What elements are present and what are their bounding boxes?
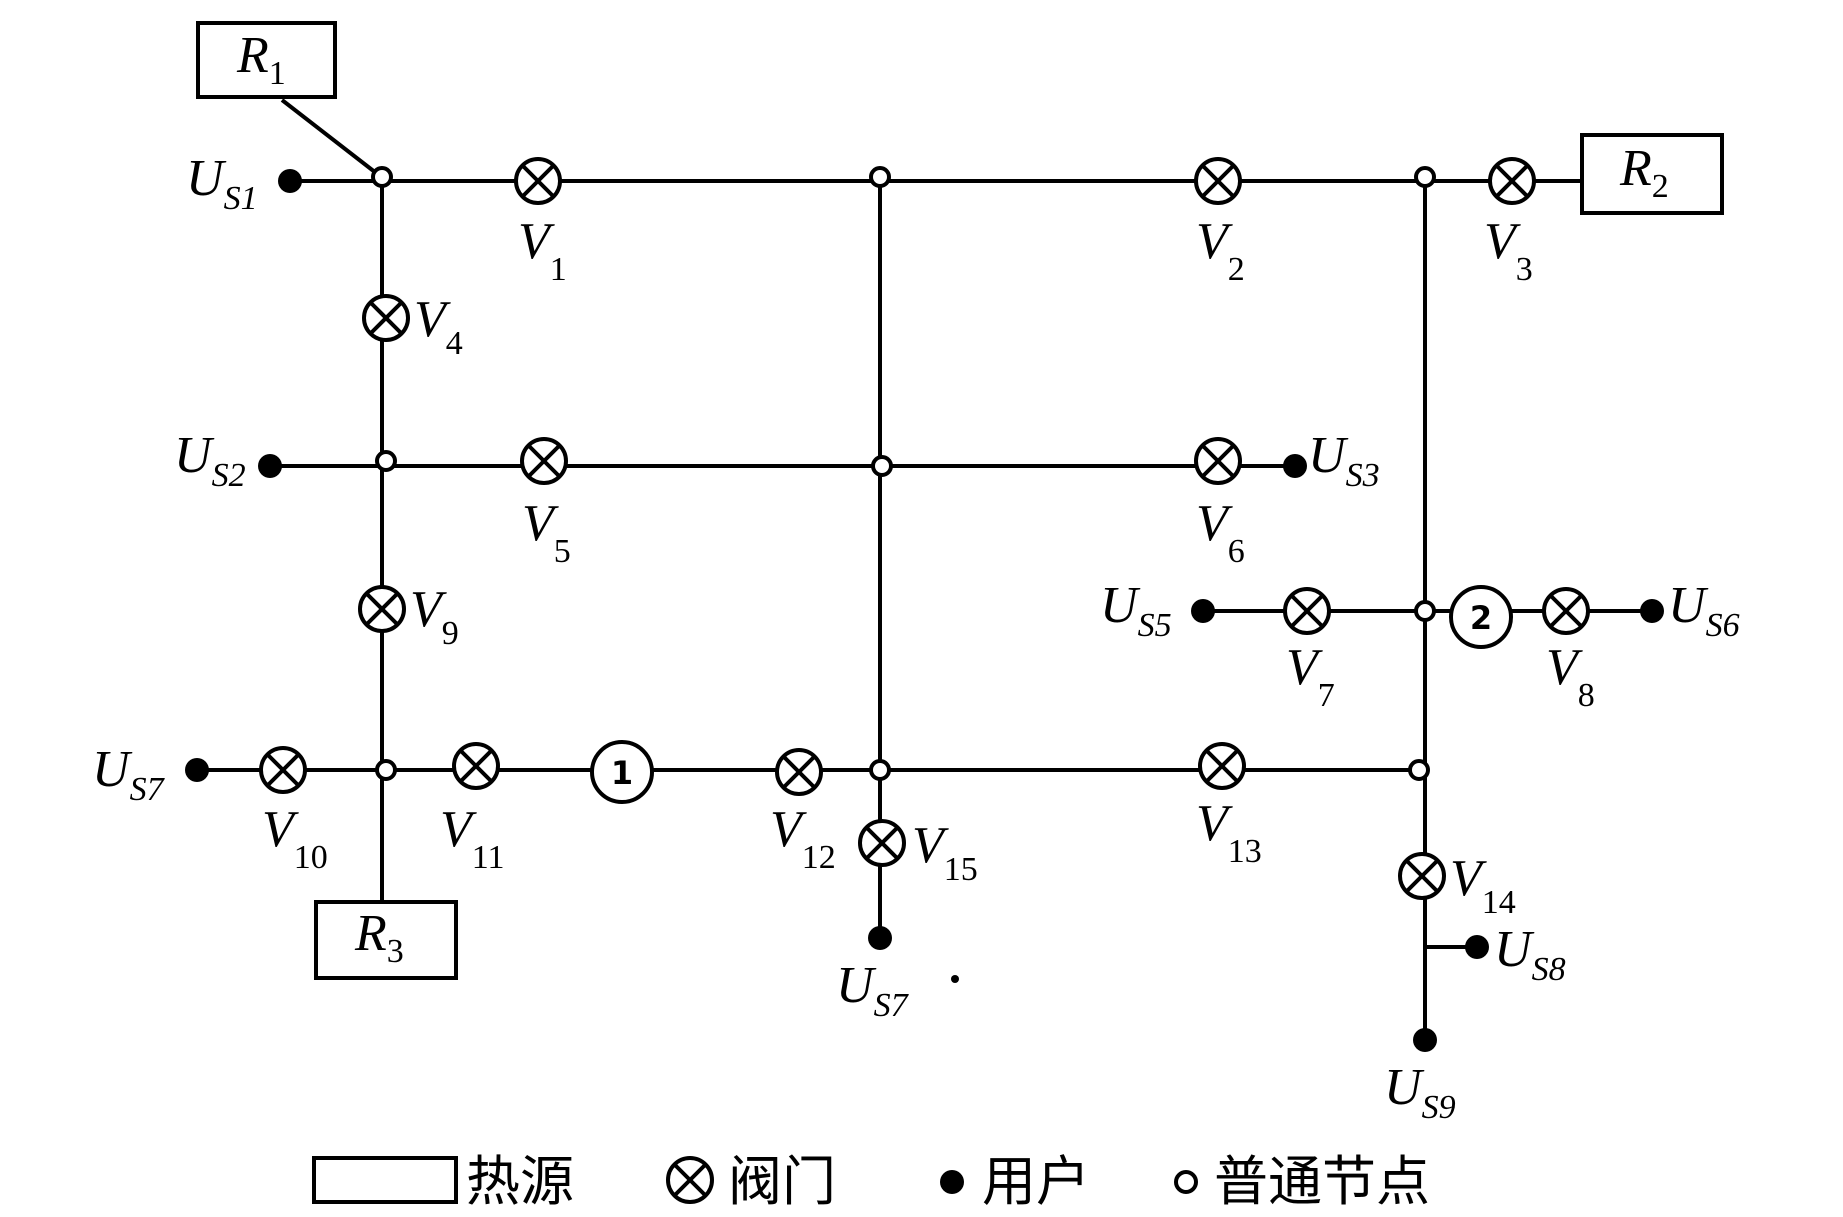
valve-v15-symbol xyxy=(858,819,906,867)
user-node-us3 xyxy=(1283,454,1307,478)
legend-valve-label: 阀门 xyxy=(728,1150,836,1213)
valve-label-v6: V6 xyxy=(1196,495,1245,570)
valve-v1-symbol xyxy=(514,157,562,205)
node xyxy=(375,450,397,472)
heat-source-r2-box xyxy=(1580,133,1724,215)
pumps: 1 2 xyxy=(590,585,1513,804)
user-label-us2: US2 xyxy=(174,427,246,494)
legend-user-label: 用户 xyxy=(982,1150,1090,1213)
user-labels: US1 US2 US3 US5 US6 US7 US7 US8 US9 xyxy=(92,150,1740,1126)
legend-node-dot xyxy=(1174,1170,1198,1194)
valve-v11-symbol xyxy=(452,742,500,790)
valve-v5-symbol xyxy=(520,437,568,485)
user-label-us7-bottom: US7 xyxy=(836,957,910,1024)
node xyxy=(869,759,891,781)
user-node-us2 xyxy=(258,454,282,478)
valve-label-v2: V2 xyxy=(1196,213,1245,288)
user-label-us6: US6 xyxy=(1668,577,1740,644)
valve-label-v14: V14 xyxy=(1450,850,1516,921)
valve-v13-symbol xyxy=(1198,742,1246,790)
valve-v4-symbol xyxy=(362,294,410,342)
heat-source-r1-box xyxy=(196,21,337,99)
valve-v9-symbol xyxy=(358,585,406,633)
valve-label-v10: V10 xyxy=(262,801,328,876)
valve-v2-symbol xyxy=(1194,157,1242,205)
user-node-us7-left xyxy=(185,758,209,782)
valve-label-v1: V1 xyxy=(518,213,567,288)
valve-label-v12: V12 xyxy=(770,801,836,876)
valve-label-v5: V5 xyxy=(522,495,571,570)
legend-heat-source-label: 热源 xyxy=(466,1150,574,1213)
valve-v6-symbol xyxy=(1194,437,1242,485)
pipes xyxy=(197,98,1652,1040)
pump-2: 2 xyxy=(1449,585,1513,649)
user-node-us8 xyxy=(1465,935,1489,959)
svg-text:R1: R1 xyxy=(236,27,286,92)
heat-sources: R1 R2 R3 xyxy=(196,21,1724,980)
valve-label-v7: V7 xyxy=(1286,639,1335,714)
node xyxy=(371,166,393,188)
valve-v8-symbol xyxy=(1542,587,1590,635)
legend: 热源 阀门 用户 普通节点 xyxy=(312,1150,1430,1213)
legend-valve-icon xyxy=(666,1156,714,1204)
valve-v14-symbol xyxy=(1398,852,1446,900)
stray-dot xyxy=(951,975,959,983)
valve-v12-symbol xyxy=(775,748,823,796)
user-node-us9 xyxy=(1413,1028,1437,1052)
valve-label-v11: V11 xyxy=(440,801,505,876)
node xyxy=(1408,759,1430,781)
node xyxy=(869,166,891,188)
heat-source-r3-box xyxy=(314,900,458,980)
user-node-us1 xyxy=(278,169,302,193)
svg-text:R2: R2 xyxy=(1619,140,1669,205)
node xyxy=(1414,600,1436,622)
valve-label-v4: V4 xyxy=(414,291,463,362)
user-label-us8: US8 xyxy=(1494,921,1566,988)
node xyxy=(375,759,397,781)
valve-label-v9: V9 xyxy=(410,581,459,652)
user-label-us3: US3 xyxy=(1308,427,1380,494)
valves xyxy=(259,157,1590,900)
legend-heat-source-box xyxy=(312,1156,458,1204)
user-label-us7-left: US7 xyxy=(92,741,166,808)
pipe-r1-link xyxy=(280,98,382,178)
valve-v10-symbol xyxy=(259,746,307,794)
valve-label-v13: V13 xyxy=(1196,795,1262,870)
user-node-us7-bottom xyxy=(868,926,892,950)
user-node-us6 xyxy=(1640,599,1664,623)
svg-text:2: 2 xyxy=(1470,599,1492,637)
node xyxy=(1414,166,1436,188)
svg-text:1: 1 xyxy=(611,754,633,792)
pump-1: 1 xyxy=(590,740,654,804)
valve-v3-symbol xyxy=(1488,157,1536,205)
user-label-us1: US1 xyxy=(186,150,258,217)
user-label-us5: US5 xyxy=(1100,577,1172,644)
user-label-us9: US9 xyxy=(1384,1059,1456,1126)
valve-label-v15: V15 xyxy=(912,817,978,888)
valve-label-v8: V8 xyxy=(1546,639,1595,714)
svg-text:R3: R3 xyxy=(354,905,404,970)
valve-label-v3: V3 xyxy=(1484,213,1533,288)
user-nodes xyxy=(185,169,1664,1052)
valve-labels: V1 V2 V3 V4 V5 V6 V7 V8 V9 V10 V11 V12 V… xyxy=(262,213,1595,921)
node xyxy=(871,455,893,477)
legend-user-dot xyxy=(940,1170,964,1194)
user-node-us5 xyxy=(1191,599,1215,623)
valve-v7-symbol xyxy=(1283,587,1331,635)
ordinary-nodes xyxy=(371,166,1436,781)
legend-node-label: 普通节点 xyxy=(1214,1150,1430,1213)
